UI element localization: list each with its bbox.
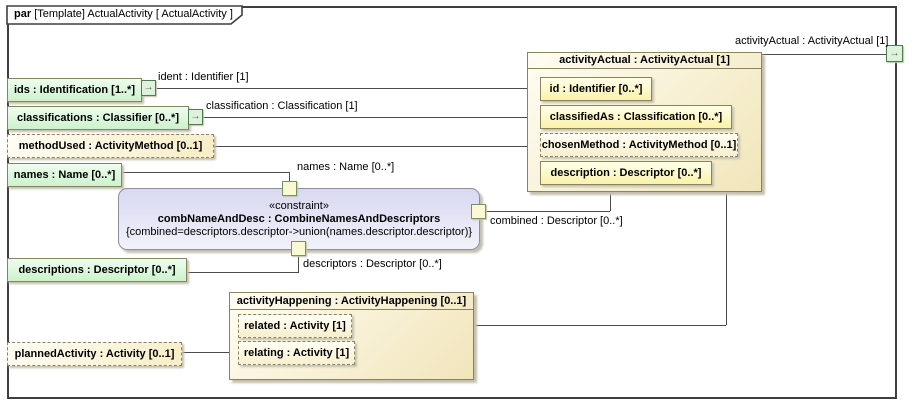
part-related[interactable]: related : Activity [1]: [238, 314, 352, 338]
label-combined: combined : Descriptor [0..*]: [490, 215, 623, 227]
connector-combined-h[interactable]: [485, 211, 610, 212]
constraint-parameter-descriptors-port[interactable]: [291, 241, 306, 256]
connector-relating[interactable]: [180, 352, 238, 353]
part-relating[interactable]: relating : Activity [1]: [238, 341, 355, 365]
part-names[interactable]: names : Name [0..*]: [7, 163, 122, 187]
frame-activity-actual-port[interactable]: →: [886, 45, 903, 62]
part-ids-label: ids : Identification [1..*]: [13, 84, 135, 96]
arrow-right-icon: →: [143, 82, 154, 93]
label-ident: ident : Identifier [1]: [158, 71, 249, 83]
diagram-title-text: [Template] ActualActivity [ ActualActivi…: [34, 8, 233, 20]
pentagon-shape: [6, 5, 243, 25]
part-planned-activity-label: plannedActivity : Activity [0..1]: [14, 348, 175, 360]
diagram-kind-keyword: par: [14, 8, 32, 20]
arrow-right-icon: →: [889, 47, 900, 59]
connector-descriptors-h[interactable]: [185, 272, 298, 273]
connector-descriptors-v[interactable]: [298, 255, 299, 273]
connector-combined-v[interactable]: [610, 183, 611, 211]
diagram-title: par [Template] ActualActivity [ ActualAc…: [14, 8, 233, 20]
arrow-right-icon: →: [190, 111, 201, 122]
connector-activity-actual-out[interactable]: [760, 54, 888, 55]
part-classifications-label: classifications : Classifier [0..*]: [16, 112, 179, 124]
part-relating-label: relating : Activity [1]: [243, 347, 350, 359]
part-names-label: names : Name [0..*]: [13, 169, 116, 181]
part-descriptions-label: descriptions : Descriptor [0..*]: [18, 264, 176, 276]
part-descriptions[interactable]: descriptions : Descriptor [0..*]: [7, 258, 187, 282]
connector-method[interactable]: [212, 146, 540, 147]
part-chosen-method-label: chosenMethod : ActivityMethod [0..1]: [541, 139, 737, 151]
part-description[interactable]: description : Descriptor [0..*]: [540, 161, 712, 185]
part-classifications[interactable]: classifications : Classifier [0..*]: [7, 106, 189, 130]
part-ids[interactable]: ids : Identification [1..*]: [7, 78, 142, 102]
part-activity-happening-title: activityHappening : ActivityHappening [0…: [230, 293, 473, 310]
diagram-title-tab: [6, 5, 244, 29]
ids-output-port[interactable]: →: [141, 80, 156, 96]
constraint-name: combNameAndDesc : CombineNamesAndDescrip…: [157, 213, 441, 225]
constraint-expression: {combined=descriptors.descriptor->union(…: [125, 226, 473, 238]
part-related-label: related : Activity [1]: [244, 320, 346, 332]
connector-classification[interactable]: [202, 117, 540, 118]
part-chosen-method[interactable]: chosenMethod : ActivityMethod [0..1]: [540, 133, 738, 157]
constraint-block-comb-name-and-desc[interactable]: «constraint» combNameAndDesc : CombineNa…: [118, 188, 480, 250]
part-method-used[interactable]: methodUsed : ActivityMethod [0..1]: [7, 134, 214, 158]
connector-related-v[interactable]: [726, 190, 727, 325]
part-activity-actual-title: activityActual : ActivityActual [1]: [528, 53, 761, 69]
diagram-frame: [7, 6, 897, 399]
part-classified-as[interactable]: classifiedAs : Classification [0..*]: [540, 105, 732, 129]
connector-names-h[interactable]: [120, 172, 289, 173]
part-description-label: description : Descriptor [0..*]: [550, 167, 702, 179]
classifications-output-port[interactable]: →: [188, 109, 203, 125]
constraint-parameter-names-port[interactable]: [282, 181, 297, 196]
part-id[interactable]: id : Identifier [0..*]: [540, 77, 652, 101]
part-id-label: id : Identifier [0..*]: [549, 83, 643, 95]
label-activity-actual-out: activityActual : ActivityActual [1]: [735, 35, 889, 47]
connector-related-h[interactable]: [350, 325, 726, 326]
part-planned-activity[interactable]: plannedActivity : Activity [0..1]: [7, 342, 182, 366]
part-classified-as-label: classifiedAs : Classification [0..*]: [549, 111, 723, 123]
label-classification: classification : Classification [1]: [206, 100, 358, 112]
label-descriptors: descriptors : Descriptor [0..*]: [303, 258, 442, 270]
label-names: names : Name [0..*]: [297, 161, 395, 173]
connector-names-v[interactable]: [289, 172, 290, 182]
constraint-parameter-combined-port[interactable]: [471, 204, 486, 219]
connector-ident[interactable]: [154, 88, 540, 89]
constraint-stereotype: «constraint»: [269, 200, 329, 212]
part-method-used-label: methodUsed : ActivityMethod [0..1]: [18, 140, 203, 152]
